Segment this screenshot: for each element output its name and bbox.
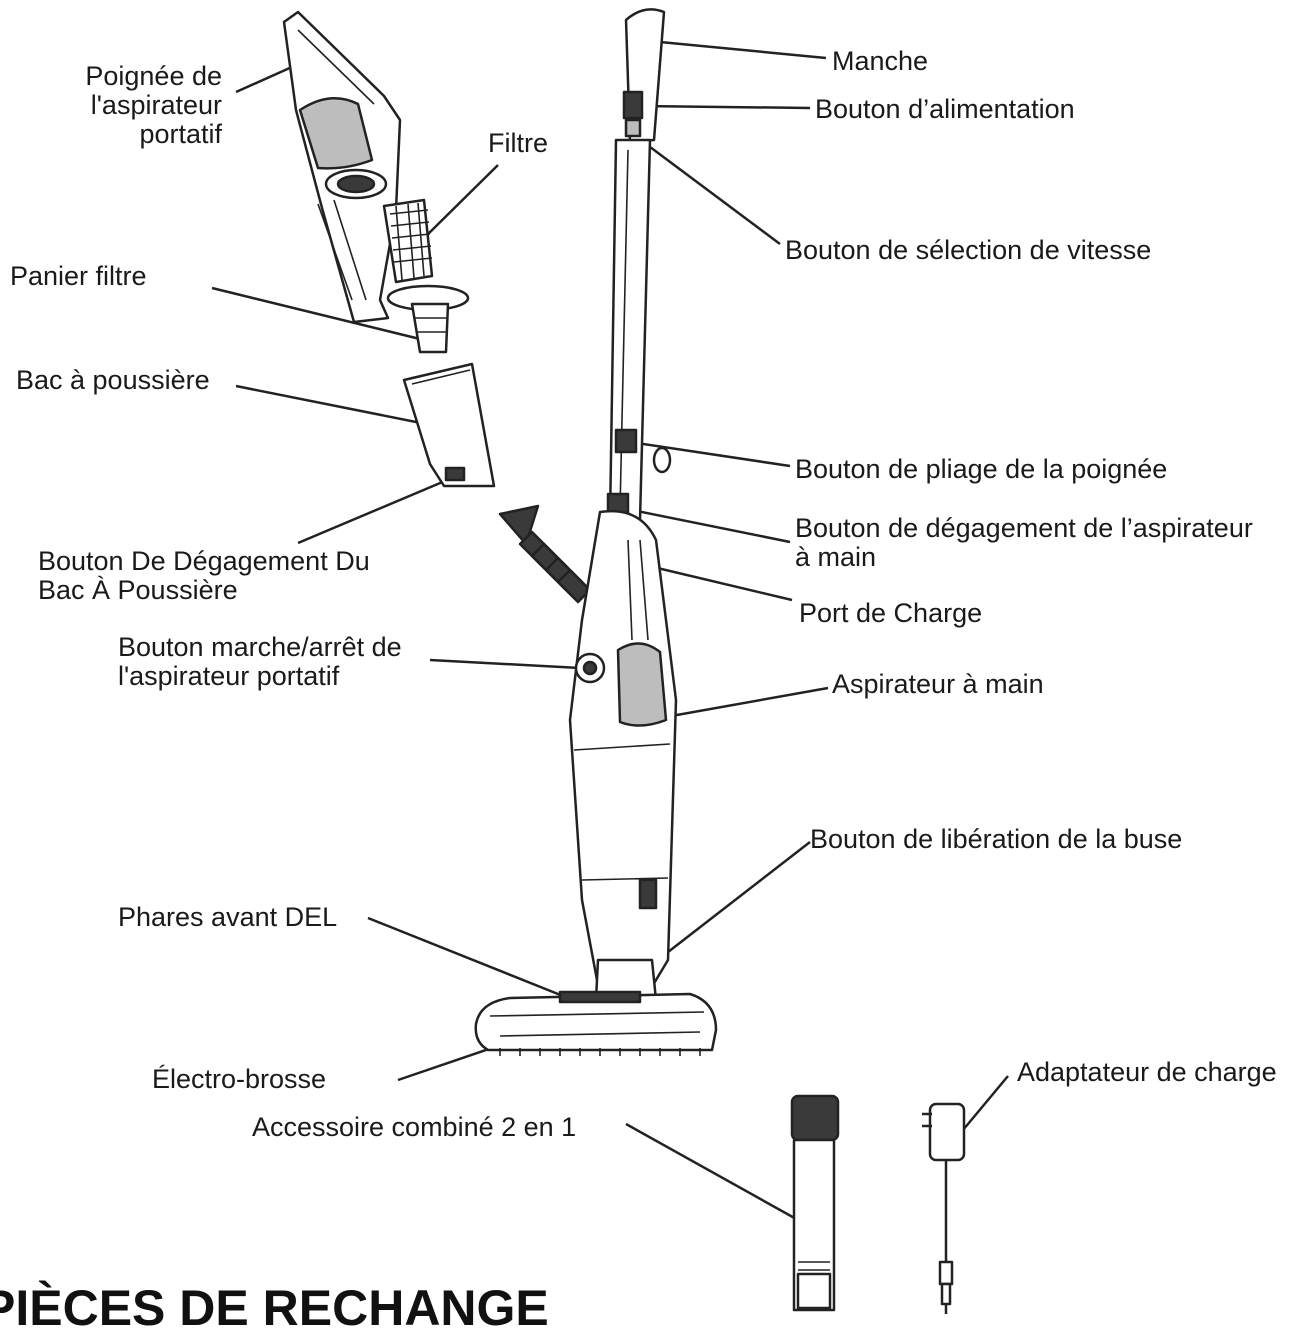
label-filter: Filtre: [488, 128, 548, 158]
label-power-brush: Électro-brosse: [152, 1064, 327, 1094]
filter: [382, 198, 434, 284]
label-handheld-vacuum: Aspirateur à main: [832, 669, 1044, 699]
label-dust-bin-release: Bouton De Dégagement Du Bac À Poussière: [38, 546, 370, 605]
leader-lines: [211, 40, 1009, 1222]
stick-vacuum: [568, 8, 678, 1002]
filter-basket: [386, 284, 470, 354]
handheld-unit-detached: [282, 10, 402, 324]
label-handheld-release: Bouton de dégagement de l’aspirateur à m…: [795, 513, 1253, 572]
label-speed-button: Bouton de sélection de vitesse: [785, 235, 1152, 265]
combo-tool: [790, 1094, 840, 1312]
label-combo-tool: Accessoire combiné 2 en 1: [252, 1112, 577, 1142]
label-dust-bin: Bac à poussière: [16, 365, 210, 395]
dust-bin: [402, 362, 496, 488]
label-handle: Manche: [832, 46, 929, 76]
label-led-headlights: Phares avant DEL: [118, 902, 338, 932]
label-filter-basket: Panier filtre: [10, 261, 147, 291]
label-charge-port: Port de Charge: [799, 598, 983, 628]
label-nozzle-release: Bouton de libération de la buse: [810, 824, 1183, 854]
charge-adapter: [922, 1102, 966, 1314]
assembly-arrow: [498, 504, 592, 604]
label-handheld-handle: Poignée de l'aspirateur portatif: [85, 61, 222, 149]
label-fold-button: Bouton de pliage de la poignée: [795, 454, 1168, 484]
label-charge-adapter: Adaptateur de charge: [1017, 1057, 1277, 1087]
label-handheld-power: Bouton marche/arrêt de l'aspirateur port…: [118, 632, 402, 691]
section-heading: PIÈCES DE RECHANGE: [0, 1280, 549, 1336]
label-power-button: Bouton d’alimentation: [815, 94, 1075, 124]
power-brush: [474, 990, 718, 1056]
